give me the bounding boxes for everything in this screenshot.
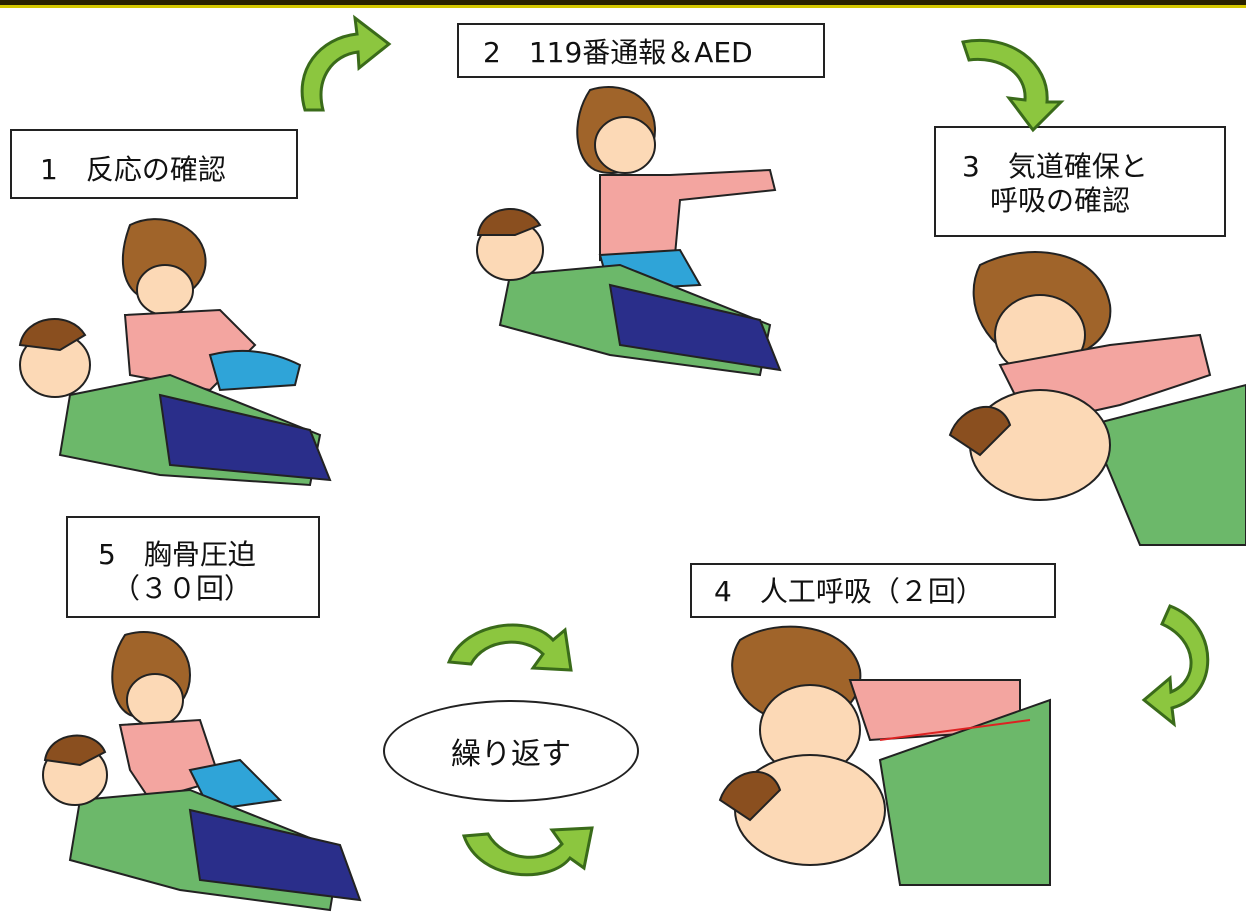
arrow-repeat-bottom-icon (461, 826, 594, 877)
step-1-label: 1 反応の確認 (10, 129, 298, 199)
illustration-airway-check (948, 251, 1246, 546)
illustration-chest-compressions (42, 630, 362, 912)
step-2-label: 2 119番通報＆AED (457, 23, 825, 78)
arrow-repeat-top-icon (446, 623, 573, 672)
arrow-3-to-4-icon (1141, 604, 1210, 728)
step-4-label: 4 人工呼吸（２回） (690, 563, 1056, 618)
arrow-1-to-2-icon (300, 14, 392, 112)
repeat-ellipse: 繰り返す (383, 700, 639, 802)
step-5-label: 5 胸骨圧迫 （３０回） (66, 516, 320, 618)
illustration-check-response (18, 218, 332, 487)
top-accent-bar (0, 0, 1246, 8)
illustration-call-119 (476, 85, 782, 377)
step-3-label: 3 気道確保と 呼吸の確認 (934, 126, 1226, 237)
repeat-label: 繰り返す (451, 737, 571, 772)
illustration-rescue-breaths (718, 625, 1051, 886)
arrow-2-to-3-icon (961, 39, 1065, 133)
